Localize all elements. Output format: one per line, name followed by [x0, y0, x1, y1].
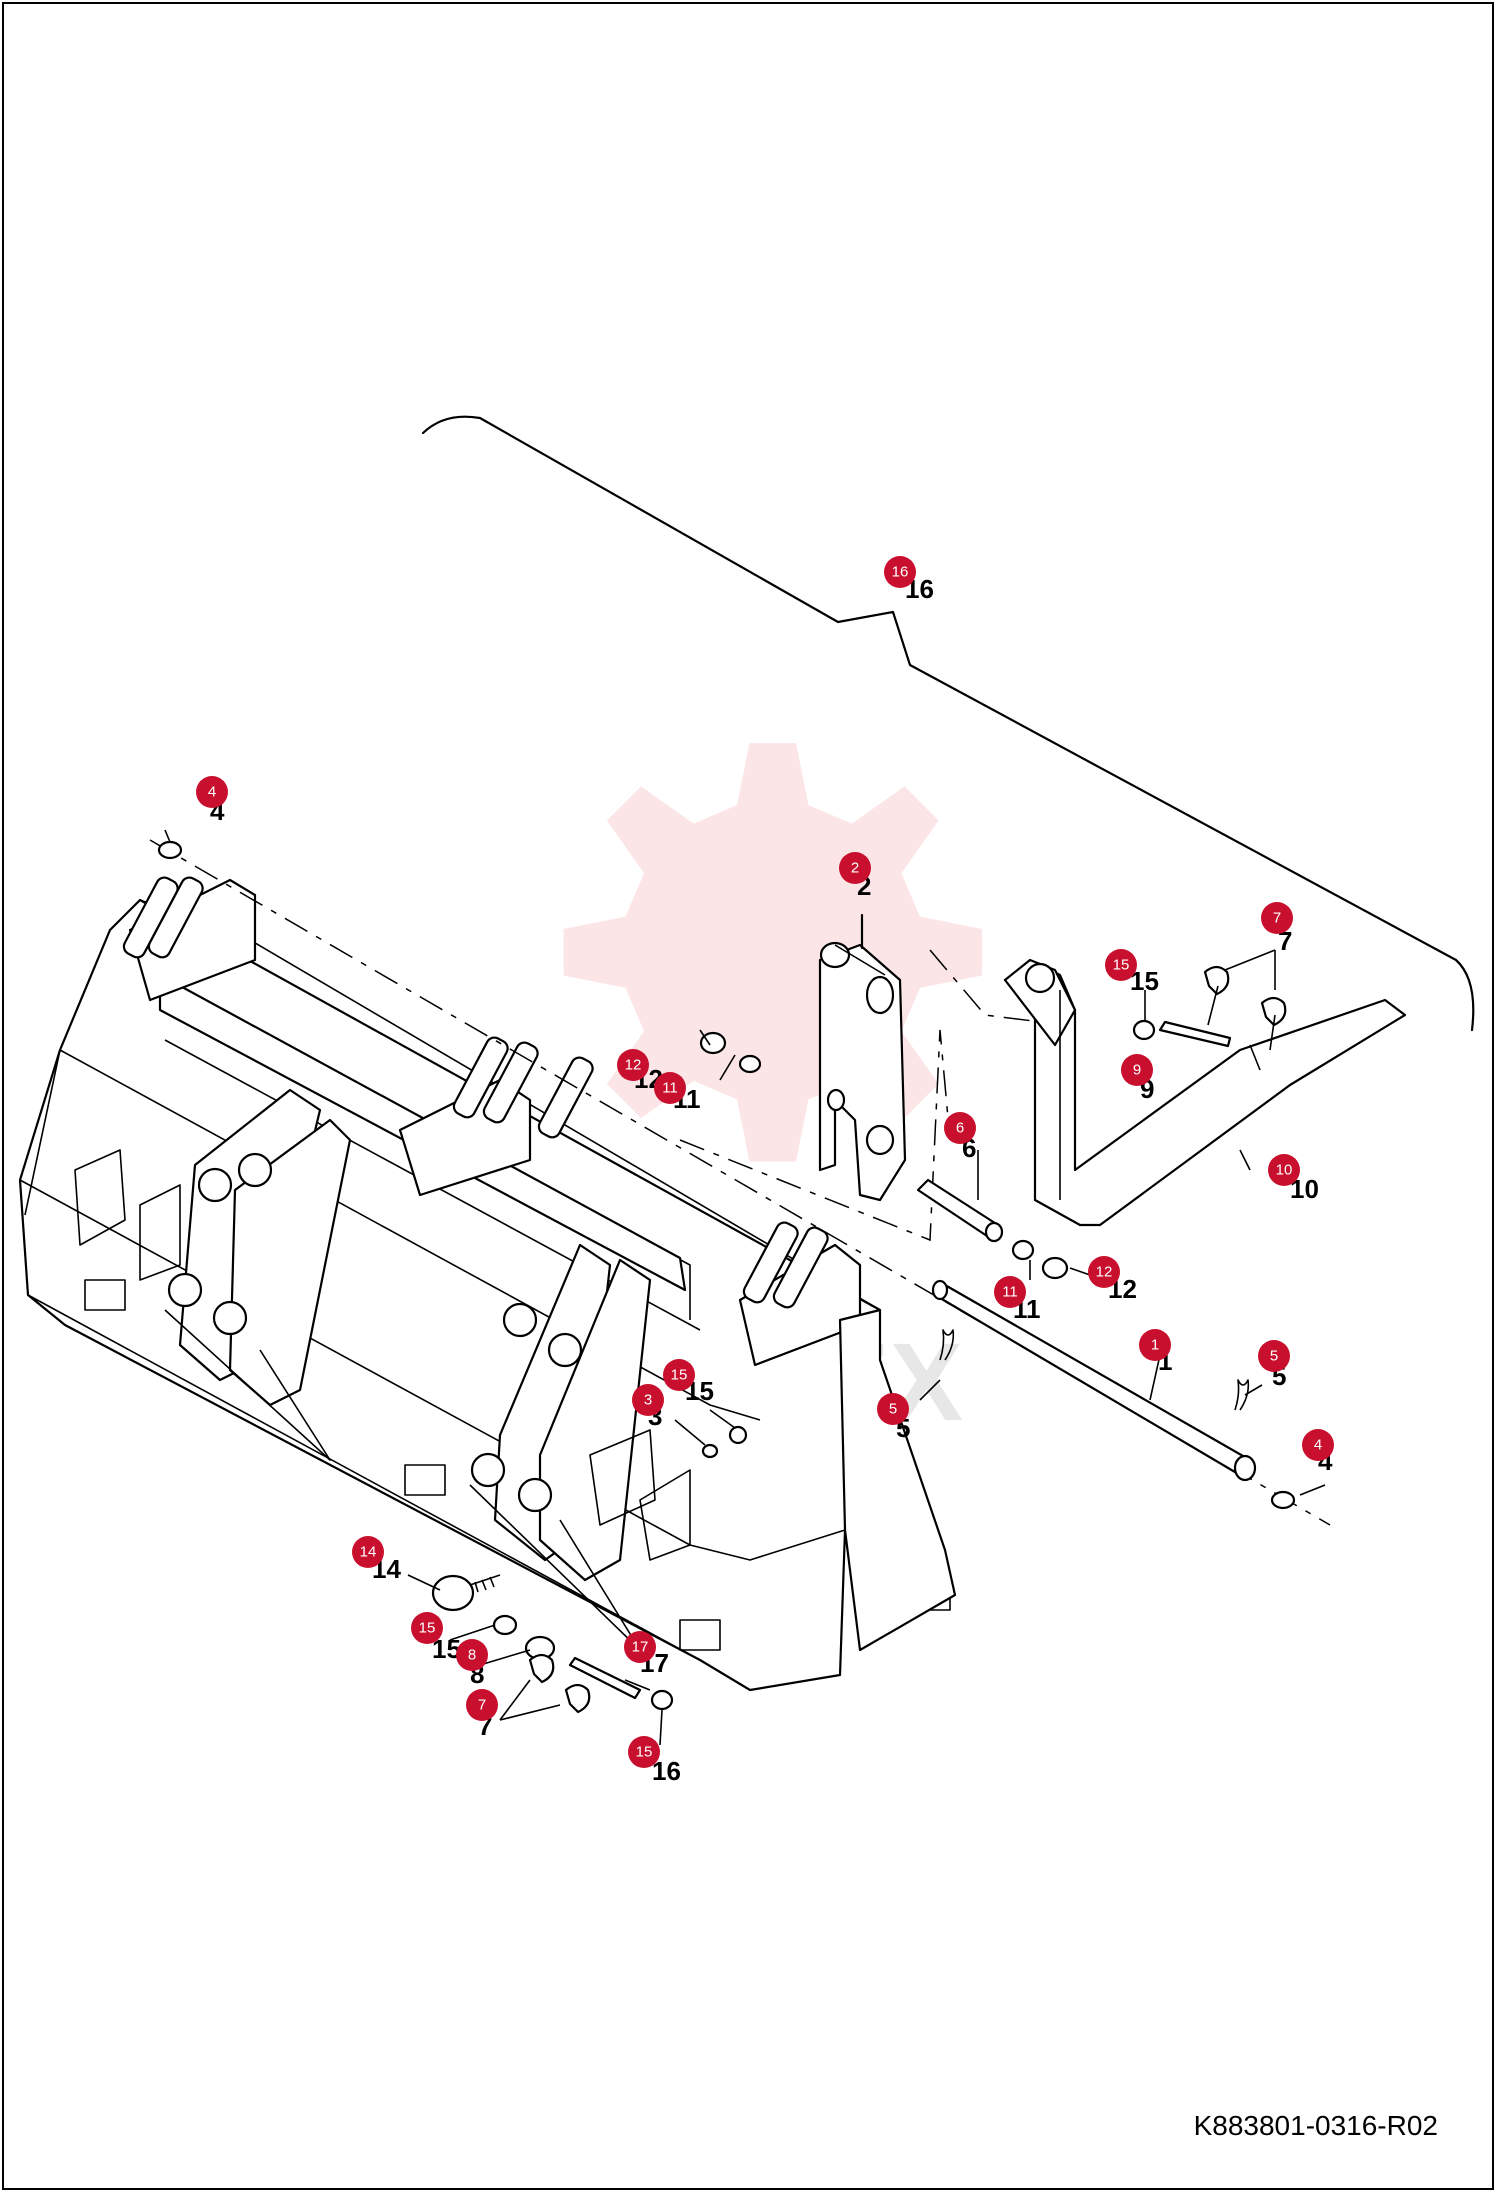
- label-7-top: 7: [1278, 926, 1292, 956]
- lynch-pins-7-bottom: [528, 1653, 591, 1714]
- washer-15-top: [1132, 1019, 1156, 1041]
- link-axis-centerline-2: [929, 949, 1067, 1071]
- callout-2[interactable]: 2: [839, 852, 871, 884]
- callout-15-left[interactable]: 15: [411, 1612, 443, 1644]
- svg-text:5: 5: [889, 1401, 897, 1418]
- washer-3: [701, 1443, 719, 1459]
- washer-15-bottom: [650, 1689, 674, 1711]
- clip-5-left: [939, 1329, 955, 1361]
- svg-text:9: 9: [1133, 1062, 1141, 1079]
- callout-markers: 16 4 2 7 15 12 11 9 6 10 12 11 1 5 15 3 …: [196, 556, 1334, 1768]
- part-10-fork: [1003, 958, 1407, 1227]
- svg-text:14: 14: [360, 1544, 377, 1561]
- part-13-bolt: [431, 1574, 501, 1612]
- callout-15-top[interactable]: 15: [1105, 949, 1137, 981]
- svg-text:4: 4: [1314, 1437, 1322, 1454]
- washer-15-left: [492, 1614, 518, 1636]
- callout-4-top[interactable]: 4: [196, 776, 228, 808]
- svg-text:7: 7: [1273, 910, 1281, 927]
- bucket-assembly: [18, 876, 957, 1692]
- callout-7-top[interactable]: 7: [1261, 902, 1293, 934]
- svg-text:15: 15: [419, 1620, 436, 1637]
- svg-text:6: 6: [956, 1120, 964, 1137]
- callout-15-bottom[interactable]: 15: [628, 1736, 660, 1768]
- svg-text:12: 12: [625, 1057, 642, 1074]
- link-axis-centerline-1: [679, 1029, 951, 1242]
- svg-text:10: 10: [1276, 1162, 1293, 1179]
- svg-text:12: 12: [1096, 1264, 1113, 1281]
- clip-5-right: [1234, 1379, 1250, 1411]
- svg-text:17: 17: [632, 1639, 649, 1656]
- callout-8[interactable]: 8: [456, 1639, 488, 1671]
- svg-text:15: 15: [636, 1744, 653, 1761]
- washer-11-top: [738, 1054, 762, 1074]
- callout-11-bottom[interactable]: 11: [994, 1276, 1026, 1308]
- svg-text:2: 2: [851, 860, 859, 877]
- callout-17[interactable]: 17: [624, 1631, 656, 1663]
- part-6-pin: [916, 1178, 1004, 1243]
- part-2-link-bracket: [818, 941, 907, 1202]
- callout-13[interactable]: 14: [352, 1536, 384, 1568]
- svg-text:8: 8: [468, 1647, 476, 1664]
- washer-4-right: [1270, 1490, 1296, 1510]
- part-17-pin: [568, 1656, 642, 1700]
- callout-14[interactable]: 15: [663, 1359, 695, 1391]
- callout-4-right[interactable]: 4: [1302, 1429, 1334, 1461]
- lynch-pins-7-top: [1203, 965, 1287, 1051]
- document-number: K883801-0316-R02: [1193, 2110, 1438, 2141]
- svg-text:7: 7: [478, 1697, 486, 1714]
- svg-text:15: 15: [1113, 957, 1130, 974]
- washer-4-top: [157, 840, 183, 860]
- svg-text:11: 11: [1002, 1284, 1018, 1301]
- svg-text:3: 3: [644, 1392, 652, 1409]
- callout-12-top[interactable]: 12: [617, 1049, 649, 1081]
- washer-12-top: [699, 1031, 727, 1055]
- callout-16[interactable]: 16: [884, 556, 916, 588]
- callout-11-top[interactable]: 11: [654, 1072, 686, 1104]
- leader-lines: [164, 829, 1326, 1746]
- svg-text:11: 11: [662, 1080, 678, 1097]
- svg-text:15: 15: [671, 1367, 688, 1384]
- svg-text:1: 1: [1151, 1337, 1159, 1354]
- washer-12-bottom: [1041, 1256, 1069, 1280]
- callout-9[interactable]: 9: [1121, 1054, 1153, 1086]
- svg-text:5: 5: [1270, 1348, 1278, 1365]
- callout-7-bottom[interactable]: 7: [466, 1689, 498, 1721]
- nut-14: [728, 1425, 748, 1445]
- part-1-long-pin: [931, 1279, 1257, 1482]
- kit-bracket-line: [421, 415, 1475, 1032]
- callout-5-left[interactable]: 5: [877, 1393, 909, 1425]
- svg-text:16: 16: [892, 564, 909, 581]
- svg-text:4: 4: [208, 784, 216, 801]
- callout-12-bottom[interactable]: 12: [1088, 1256, 1120, 1288]
- callout-3[interactable]: 3: [632, 1384, 664, 1416]
- callout-6[interactable]: 6: [944, 1112, 976, 1144]
- washer-11-bottom: [1011, 1239, 1035, 1261]
- callout-1[interactable]: 1: [1139, 1329, 1171, 1361]
- part-9-pin: [1158, 1020, 1232, 1048]
- callout-5-right[interactable]: 5: [1258, 1340, 1290, 1372]
- callout-10[interactable]: 10: [1268, 1154, 1300, 1186]
- pin-axis-centerline: [149, 839, 1331, 1526]
